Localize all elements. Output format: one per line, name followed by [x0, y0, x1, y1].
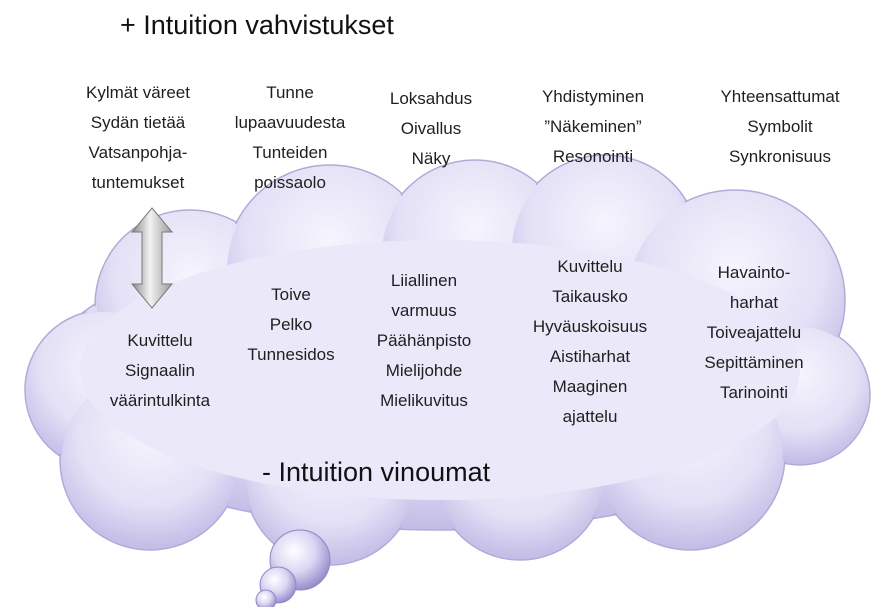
top-item: Loksahdus — [389, 89, 473, 108]
cloud-column-certainty: Liiallinen varmuus Päähänpisto Mielijohd… — [377, 266, 472, 416]
cloud-item: Kuvittelu — [127, 331, 193, 350]
thought-bubbles — [255, 529, 331, 607]
cloud-item: Maaginen — [552, 377, 628, 396]
top-item: Kylmät väreet — [86, 83, 190, 102]
top-item: Vatsanpohja- — [88, 143, 188, 162]
cloud-item: Kuvittelu — [557, 257, 623, 276]
cloud-item: Aistiharhat — [549, 347, 631, 366]
cloud-item: Mielikuvitus — [380, 391, 468, 410]
top-column-synchronicity: Yhteensattumat Symbolit Synkronisuus — [720, 82, 839, 172]
cloud-item: Signaalin — [125, 361, 195, 380]
top-item: Yhteensattumat — [720, 87, 840, 106]
top-column-feeling: Tunne lupaavuudesta Tunteiden poissaolo — [235, 78, 346, 198]
cloud-item: Sepittäminen — [704, 353, 804, 372]
top-item: Tunteiden — [252, 143, 328, 162]
top-item: Resonointi — [552, 147, 634, 166]
cloud-item: varmuus — [391, 301, 457, 320]
cloud-item: Toive — [271, 285, 311, 304]
cloud-item: Hyväuskoisuus — [532, 317, 648, 336]
top-item: Synkronisuus — [728, 147, 832, 166]
top-column-physical: Kylmät väreet Sydän tietää Vatsanpohja- … — [86, 78, 190, 198]
double-arrow-icon — [130, 207, 174, 309]
top-item: tuntemukset — [91, 173, 185, 192]
top-item: Tunne — [266, 83, 314, 102]
cloud-column-misreading: Kuvittelu Signaalin väärintulkinta — [110, 326, 210, 416]
top-item: Oivallus — [400, 119, 462, 138]
top-column-connection: Yhdistyminen ”Näkeminen” Resonointi — [542, 82, 644, 172]
cloud-item: Liiallinen — [390, 271, 458, 290]
cloud-item: Havainto- — [717, 263, 791, 282]
bottom-title: - Intuition vinoumat — [262, 457, 491, 487]
thought-cloud — [24, 154, 871, 566]
cloud-item: Mielijohde — [385, 361, 463, 380]
top-item: lupaavuudesta — [234, 113, 346, 132]
cloud-item: Toiveajattelu — [706, 323, 802, 342]
cloud-item: ajattelu — [562, 407, 618, 426]
top-item: Näky — [411, 149, 451, 168]
top-item: ”Näkeminen” — [544, 117, 642, 136]
cloud-item: Tarinointi — [719, 383, 789, 402]
cloud-item: väärintulkinta — [109, 391, 211, 410]
cloud-item: Taikausko — [552, 287, 628, 306]
top-item: Sydän tietää — [90, 113, 186, 132]
top-item: poissaolo — [254, 173, 326, 192]
cloud-item: harhat — [729, 293, 779, 312]
cloud-item: Päähänpisto — [376, 331, 472, 350]
cloud-item: Pelko — [269, 315, 313, 334]
top-item: Symbolit — [747, 117, 813, 136]
cloud-column-magical: Kuvittelu Taikausko Hyväuskoisuus Aistih… — [533, 252, 647, 432]
top-item: Yhdistyminen — [541, 87, 645, 106]
top-column-insight: Loksahdus Oivallus Näky — [390, 84, 472, 174]
cloud-column-fabrication: Havainto- harhat Toiveajattelu Sepittämi… — [704, 258, 803, 408]
cloud-item: Tunnesidos — [247, 345, 335, 364]
top-title: + Intuition vahvistukset — [120, 10, 394, 40]
cloud-column-emotion: Toive Pelko Tunnesidos — [247, 280, 334, 370]
